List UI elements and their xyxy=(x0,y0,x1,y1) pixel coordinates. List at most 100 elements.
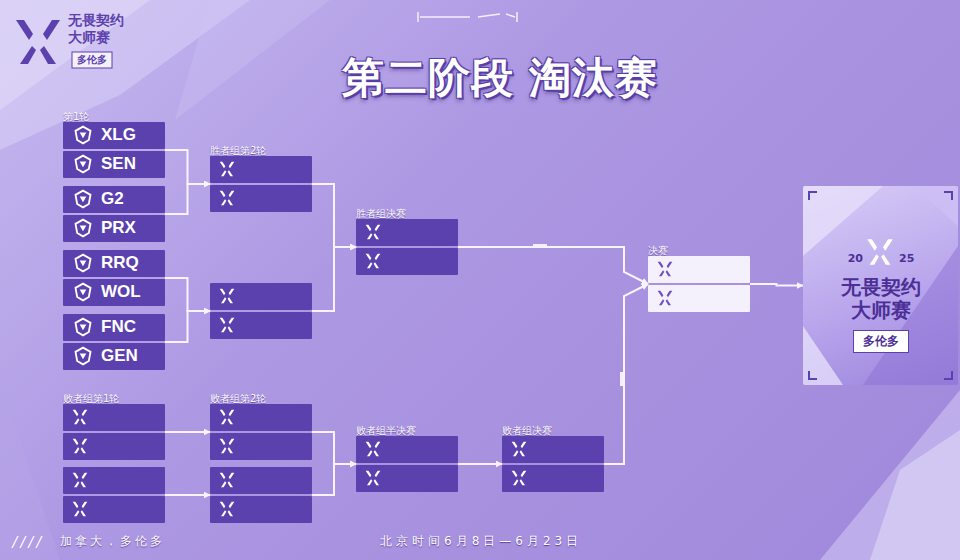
bracket-connector xyxy=(165,184,210,214)
round-heading: 胜者组第2轮 xyxy=(210,145,266,156)
empty-slot xyxy=(210,156,312,183)
bracket-connector xyxy=(312,464,356,495)
bracket-connector xyxy=(165,311,210,342)
team-slot: RRQ xyxy=(63,250,165,277)
round-heading: 决赛 xyxy=(648,245,668,256)
team-name: RRQ xyxy=(101,253,139,272)
vct-icon xyxy=(365,253,381,269)
team-slot: G2 xyxy=(63,186,165,213)
team-logo xyxy=(73,346,93,366)
round-heading: 败者组决赛 xyxy=(502,425,552,436)
empty-slot xyxy=(210,404,312,431)
team-name: PRX xyxy=(101,218,136,237)
vct-icon xyxy=(511,441,527,457)
vct-icon xyxy=(72,472,88,488)
match-box: 败者组第2轮 xyxy=(210,404,312,460)
match-box: FNC GEN xyxy=(63,314,165,370)
year-part: 20 xyxy=(839,252,863,265)
empty-slot xyxy=(210,283,312,310)
empty-slot xyxy=(356,219,458,246)
team-slot: GEN xyxy=(63,343,165,370)
empty-slot xyxy=(63,404,165,431)
bracket-connector xyxy=(165,431,210,433)
empty-slot xyxy=(502,465,604,492)
bracket-connector xyxy=(312,184,356,247)
empty-slot xyxy=(210,433,312,460)
empty-slot xyxy=(648,256,750,283)
vct-icon xyxy=(866,238,894,266)
empty-slot xyxy=(63,467,165,494)
empty-slot xyxy=(356,436,458,463)
footer-note: 加拿大，多伦多 xyxy=(60,533,165,550)
team-name: WOL xyxy=(101,282,141,301)
bracket-connector xyxy=(604,284,648,464)
team-name: GEN xyxy=(101,346,138,365)
bracket-connector xyxy=(165,150,210,184)
match-box xyxy=(210,283,312,339)
team-slot: PRX xyxy=(63,215,165,242)
round-heading: 败者组半决赛 xyxy=(356,425,416,436)
match-box: 败者组第1轮 xyxy=(63,404,165,460)
bracket-connector xyxy=(312,247,356,311)
empty-slot xyxy=(63,433,165,460)
match-box: 第1轮XLGSEN xyxy=(63,122,165,178)
empty-slot xyxy=(63,496,165,523)
vct-icon xyxy=(365,224,381,240)
team-name: XLG xyxy=(101,125,136,144)
match-box: 败者组决赛 xyxy=(502,436,604,492)
city-badge: 多伦多 xyxy=(853,330,909,353)
team-logo xyxy=(73,154,93,174)
match-box: 胜者组决赛 xyxy=(356,219,458,275)
vct-icon xyxy=(657,290,673,306)
team-logo xyxy=(73,253,93,273)
team-logo xyxy=(73,282,93,302)
match-box xyxy=(210,467,312,523)
bracket-connector xyxy=(458,247,648,284)
year-part: 25 xyxy=(899,252,923,265)
vct-icon xyxy=(219,472,235,488)
vct-icon xyxy=(219,501,235,517)
trophy-card: 2025无畏契约 大师赛多伦多 xyxy=(803,186,958,385)
bracket-connector xyxy=(750,284,803,286)
round-heading: 败者组第1轮 xyxy=(63,393,119,404)
logo-text: 多伦多 xyxy=(72,53,112,67)
match-box: G2PRX xyxy=(63,186,165,242)
team-logo xyxy=(73,317,93,337)
vct-icon xyxy=(365,441,381,457)
team-logo xyxy=(73,125,93,145)
bracket-connector xyxy=(165,278,210,311)
empty-slot xyxy=(356,248,458,275)
empty-slot xyxy=(648,285,750,312)
match-box: RRQ WOL xyxy=(63,250,165,306)
match-box: 决赛 xyxy=(648,256,750,312)
team-slot: WOL xyxy=(63,279,165,306)
empty-slot xyxy=(210,467,312,494)
vct-icon xyxy=(657,261,673,277)
footer-note: 北京时间6月8日—6月23日 xyxy=(380,533,582,550)
round-heading: 胜者组决赛 xyxy=(356,208,406,219)
team-logo xyxy=(73,189,93,209)
empty-slot xyxy=(210,496,312,523)
vct-icon xyxy=(219,190,235,206)
vct-icon xyxy=(72,409,88,425)
match-box: 胜者组第2轮 xyxy=(210,156,312,212)
team-slot: SEN xyxy=(63,151,165,178)
match-box: 败者组半决赛 xyxy=(356,436,458,492)
empty-slot xyxy=(356,465,458,492)
vct-icon xyxy=(219,288,235,304)
vct-icon xyxy=(219,317,235,333)
team-slot: FNC xyxy=(63,314,165,341)
vct-icon xyxy=(511,470,527,486)
team-name: G2 xyxy=(101,189,124,208)
team-slot: XLG xyxy=(63,122,165,149)
vct-icon xyxy=(219,409,235,425)
team-logo xyxy=(73,218,93,238)
round-heading: 第1轮 xyxy=(63,111,89,122)
page-title: 第二阶段 淘汰赛 xyxy=(280,50,720,106)
vct-icon xyxy=(219,438,235,454)
logo-text: 无畏契约 大师赛 xyxy=(68,12,134,46)
team-name: FNC xyxy=(101,317,136,336)
match-box xyxy=(63,467,165,523)
vct-icon xyxy=(72,438,88,454)
vct-icon xyxy=(365,470,381,486)
